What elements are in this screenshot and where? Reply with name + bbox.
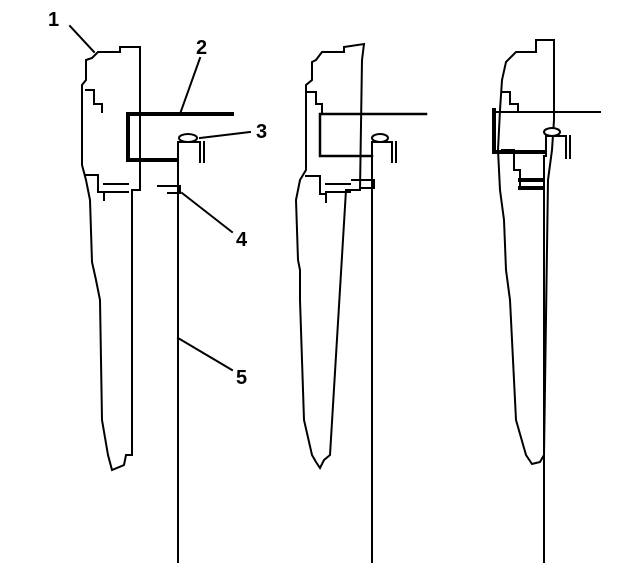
glass-edge-bead-right	[543, 127, 561, 137]
leader-2	[178, 56, 202, 116]
callout-2: 2	[196, 37, 207, 59]
callout-5: 5	[236, 367, 247, 389]
channel-body-middle	[294, 42, 366, 470]
callout-1: 1	[48, 9, 59, 31]
view-middle	[294, 42, 428, 563]
channel-notch-upper-left	[85, 89, 103, 113]
leader-3	[198, 130, 252, 140]
glass-retainer-right	[545, 135, 571, 159]
callout-4: 4	[236, 229, 248, 251]
callout-3: 3	[256, 121, 267, 143]
glass-clip-left	[157, 185, 181, 194]
glass-edge-bead-middle	[371, 133, 389, 143]
glass-clip-middle	[351, 179, 375, 189]
channel-notch-lower-middle	[305, 175, 327, 203]
view-right	[492, 39, 601, 563]
channel-notch-upper-middle	[305, 91, 323, 113]
view-left: 1 2 3 4 5	[48, 9, 267, 563]
leader-4	[180, 191, 234, 234]
leader-5	[176, 336, 234, 372]
leader-1	[68, 24, 96, 54]
channel-notch-upper-right	[501, 91, 519, 111]
channel-body-left	[81, 46, 141, 472]
channel-hook-right	[518, 178, 544, 190]
channel-notch-lower-left	[85, 174, 105, 201]
channel-body-right	[496, 39, 555, 466]
channel-notch-lower-right	[501, 149, 521, 187]
upper-seal-right-lip	[492, 108, 546, 154]
channel-hook-left	[103, 183, 129, 193]
upper-seal-middle	[318, 112, 428, 158]
glass-edge-bead-left	[178, 133, 198, 143]
glass-retainer-middle	[371, 141, 397, 163]
channel-hook-middle	[325, 183, 351, 193]
glass-retainer-left	[177, 141, 205, 167]
